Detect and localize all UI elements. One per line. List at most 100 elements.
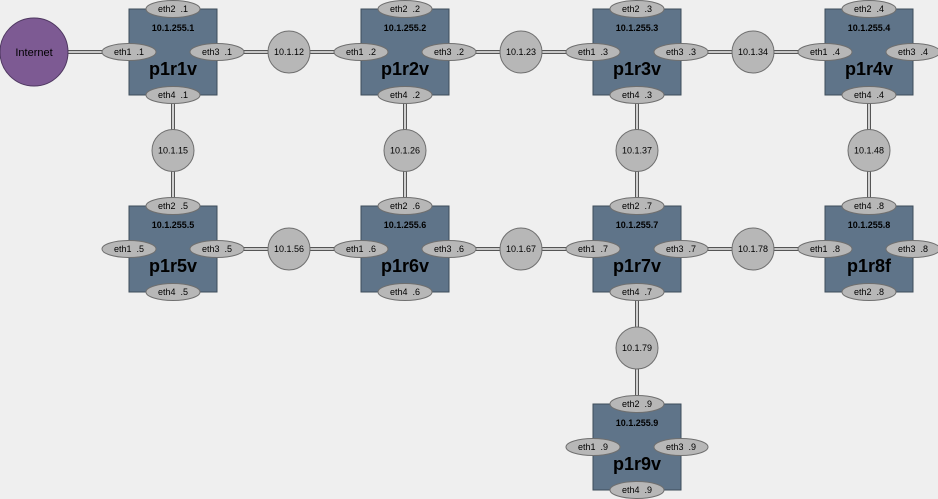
interface-label: eth2 .9 (622, 399, 652, 409)
interface-oval (609, 0, 665, 18)
network-n23[interactable]: 10.1.23 (499, 30, 543, 74)
network-n78[interactable]: 10.1.78 (731, 227, 775, 271)
router-name: p1r8f (847, 256, 892, 276)
interface-oval (885, 43, 938, 61)
router-loopback-ip: 10.1.255.7 (616, 220, 659, 230)
interface-oval (653, 43, 709, 61)
interface-label: eth4 .2 (390, 90, 420, 100)
interface-n[interactable]: eth2 .9 (609, 395, 665, 413)
interface-oval (653, 438, 709, 456)
interface-label: eth2 .8 (854, 287, 884, 297)
interface-w[interactable]: eth1 .2 (333, 43, 389, 61)
interface-w[interactable]: eth1 .1 (101, 43, 157, 61)
interface-w[interactable]: eth1 .4 (797, 43, 853, 61)
network-circle (847, 129, 891, 172)
interface-s[interactable]: eth4 .6 (377, 283, 433, 301)
interface-e[interactable]: eth3 .5 (189, 240, 245, 258)
interface-w[interactable]: eth1 .5 (101, 240, 157, 258)
interface-n[interactable]: eth2 .7 (609, 197, 665, 215)
interface-w[interactable]: eth1 .8 (797, 240, 853, 258)
interface-label: eth3 .4 (898, 47, 928, 57)
network-n79[interactable]: 10.1.79 (615, 326, 659, 370)
interface-n[interactable]: eth4 .8 (841, 197, 897, 215)
router-p1r8f[interactable]: 10.1.255.8 p1r8f eth4 .8 eth1 .8 eth3 .8 eth2… (797, 197, 938, 301)
interface-n[interactable]: eth2 .3 (609, 0, 665, 18)
interface-oval (421, 43, 477, 61)
network-label: 10.1.78 (738, 244, 768, 254)
interface-oval (609, 86, 665, 104)
interface-label: eth3 .7 (666, 244, 696, 254)
interface-label: eth4 .7 (622, 287, 652, 297)
interface-label: eth2 .6 (390, 201, 420, 211)
interface-oval (841, 283, 897, 301)
interface-oval (377, 0, 433, 18)
network-n12[interactable]: 10.1.12 (267, 30, 311, 74)
network-n48[interactable]: 10.1.48 (847, 129, 891, 172)
network-label: 10.1.12 (274, 47, 304, 57)
router-loopback-ip: 10.1.255.8 (848, 220, 891, 230)
interface-oval (653, 240, 709, 258)
interface-e[interactable]: eth3 .4 (885, 43, 938, 61)
interface-w[interactable]: eth1 .6 (333, 240, 389, 258)
interface-label: eth2 .3 (622, 4, 652, 14)
router-name: p1r4v (845, 59, 893, 79)
network-n56[interactable]: 10.1.56 (267, 227, 311, 271)
interface-w[interactable]: eth1 .7 (565, 240, 621, 258)
interface-w[interactable]: eth1 .9 (565, 438, 621, 456)
network-circle (615, 129, 659, 172)
interface-oval (609, 395, 665, 413)
interface-s[interactable]: eth4 .9 (609, 481, 665, 499)
interface-s[interactable]: eth4 .1 (145, 86, 201, 104)
interface-w[interactable]: eth1 .3 (565, 43, 621, 61)
interface-label: eth4 .6 (390, 287, 420, 297)
interface-e[interactable]: eth3 .1 (189, 43, 245, 61)
interface-n[interactable]: eth2 .2 (377, 0, 433, 18)
network-n37[interactable]: 10.1.37 (615, 129, 659, 172)
interface-oval (377, 86, 433, 104)
interface-oval (841, 86, 897, 104)
interface-label: eth1 .6 (346, 244, 376, 254)
interface-s[interactable]: eth4 .7 (609, 283, 665, 301)
interface-s[interactable]: eth2 .8 (841, 283, 897, 301)
internet-node[interactable]: Internet (0, 17, 69, 87)
interface-s[interactable]: eth4 .4 (841, 86, 897, 104)
interface-e[interactable]: eth3 .6 (421, 240, 477, 258)
interface-n[interactable]: eth2 .1 (145, 0, 201, 18)
interface-n[interactable]: eth2 .5 (145, 197, 201, 215)
interface-oval (609, 283, 665, 301)
interface-label: eth2 .7 (622, 201, 652, 211)
interface-s[interactable]: eth4 .2 (377, 86, 433, 104)
network-label: 10.1.48 (854, 146, 884, 156)
interface-e[interactable]: eth3 .9 (653, 438, 709, 456)
network-n67[interactable]: 10.1.67 (499, 227, 543, 271)
network-circle (499, 30, 543, 74)
interface-n[interactable]: eth2 .6 (377, 197, 433, 215)
internet-label: Internet (15, 47, 52, 59)
interface-e[interactable]: eth3 .8 (885, 240, 938, 258)
network-circle (731, 227, 775, 271)
interface-oval (609, 197, 665, 215)
network-n34[interactable]: 10.1.34 (731, 30, 775, 74)
interface-e[interactable]: eth3 .2 (421, 43, 477, 61)
interface-e[interactable]: eth3 .3 (653, 43, 709, 61)
network-n15[interactable]: 10.1.15 (151, 129, 195, 172)
interface-label: eth3 .8 (898, 244, 928, 254)
interface-e[interactable]: eth3 .7 (653, 240, 709, 258)
interface-n[interactable]: eth2 .4 (841, 0, 897, 18)
network-n26[interactable]: 10.1.26 (383, 129, 427, 172)
router-name: p1r9v (613, 454, 661, 474)
interface-label: eth1 .5 (114, 244, 144, 254)
interface-s[interactable]: eth4 .3 (609, 86, 665, 104)
interface-oval (101, 43, 157, 61)
interface-s[interactable]: eth4 .5 (145, 283, 201, 301)
